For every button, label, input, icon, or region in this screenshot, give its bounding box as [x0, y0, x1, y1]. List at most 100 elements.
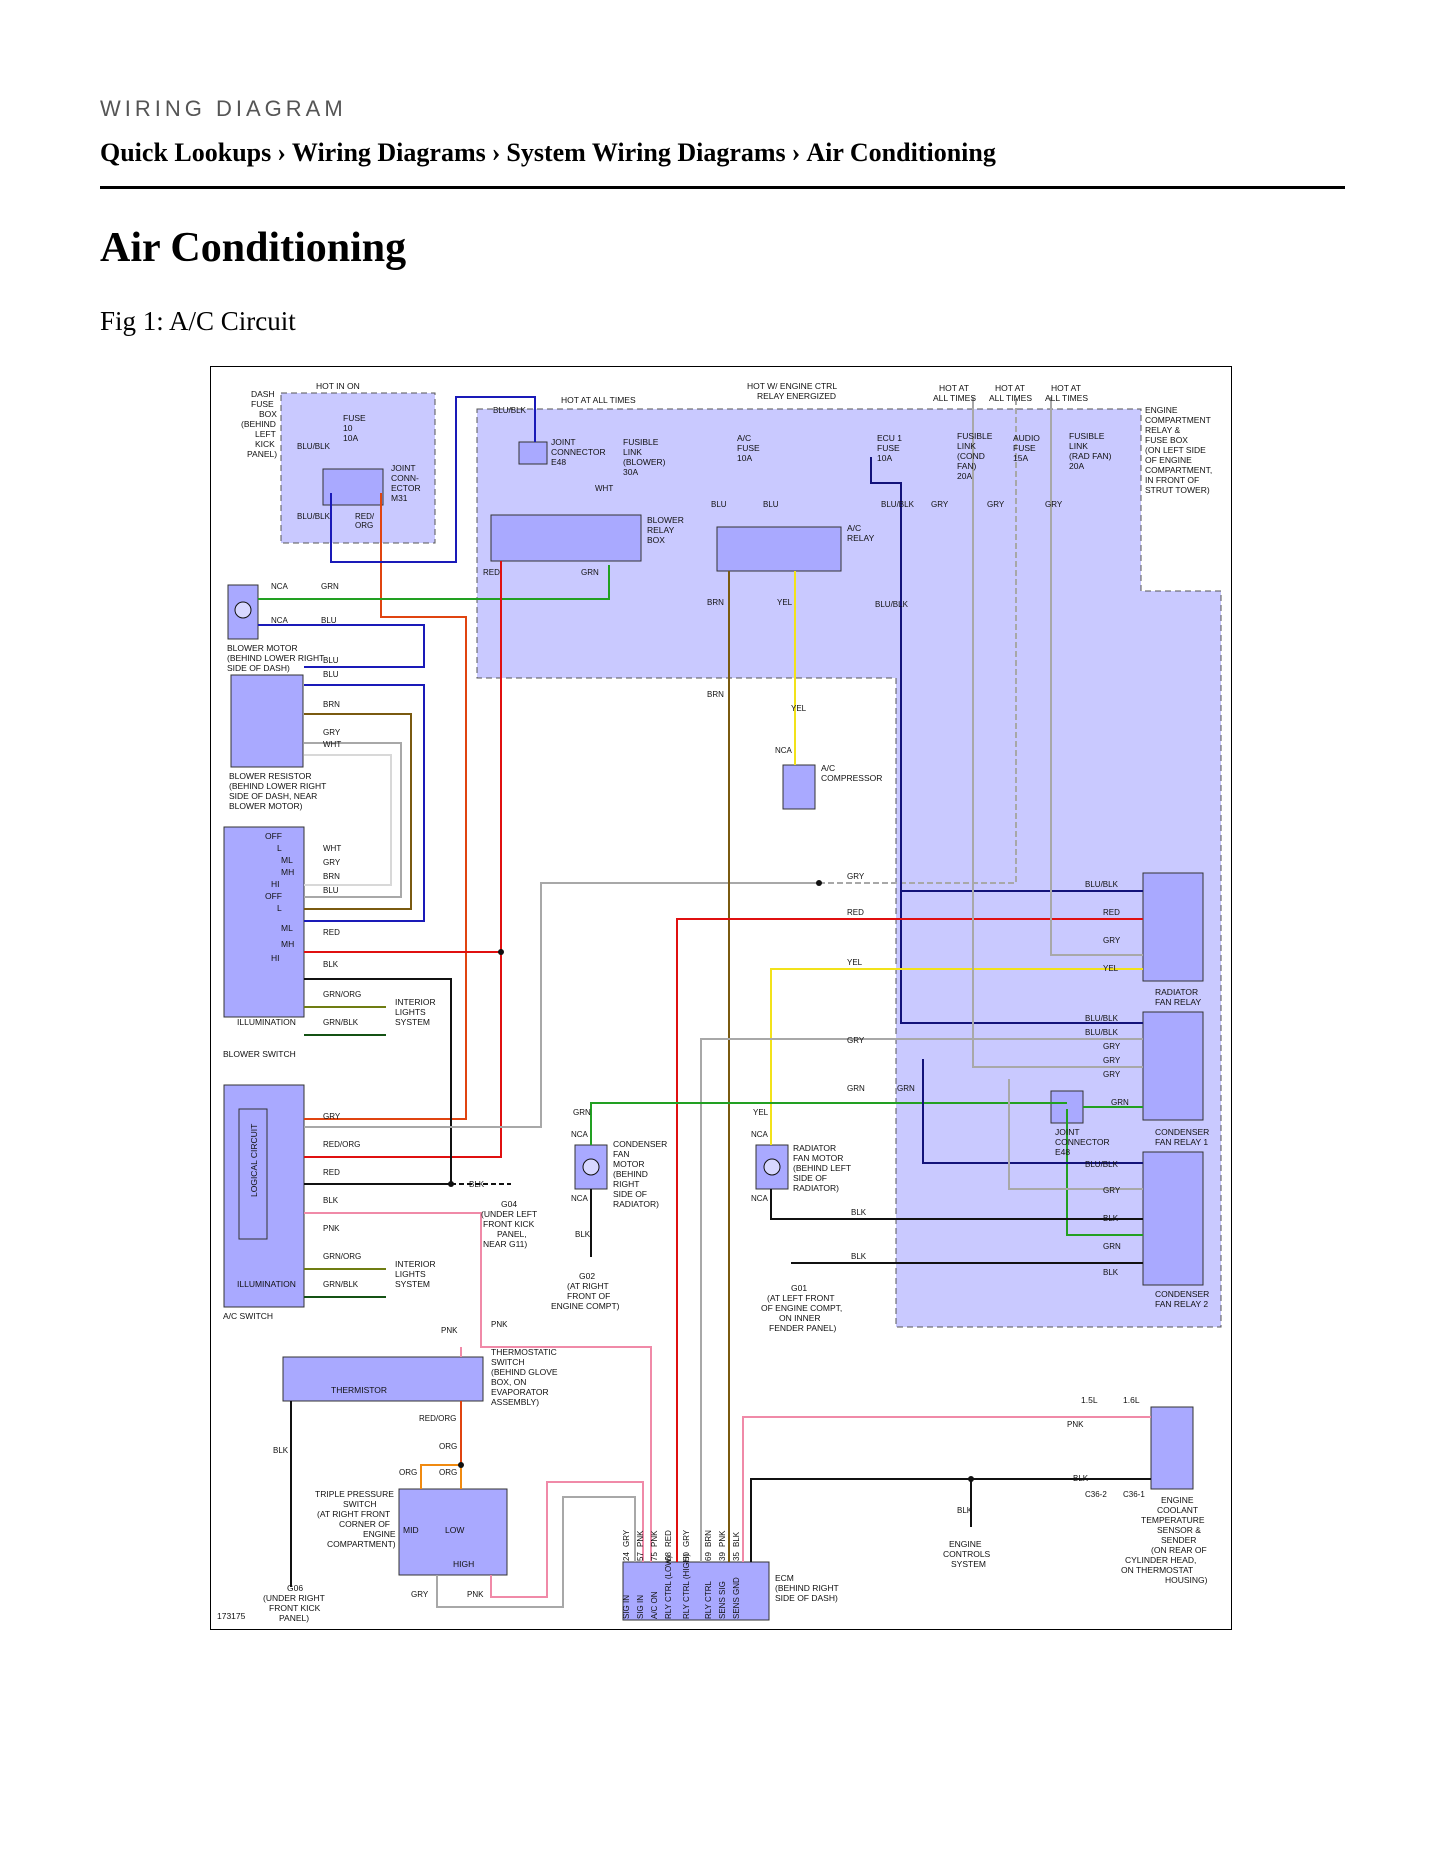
motor-symbols	[234, 601, 781, 1176]
label-fusible-blower-3: (BLOWER)	[623, 457, 666, 467]
splice-points	[448, 880, 974, 1482]
wire-label-gry-11: GRY	[1103, 1056, 1121, 1065]
section-kicker: WIRING DIAGRAM	[100, 96, 347, 121]
label-fusible-cond-1: FUSIBLE	[957, 431, 993, 441]
breadcrumb-air-conditioning[interactable]: Air Conditioning	[806, 138, 996, 167]
wire-label-blk-1: BLK	[323, 960, 339, 969]
wire-label-blk-9: BLK	[273, 1446, 289, 1455]
breadcrumb-wiring-diagrams[interactable]: Wiring Diagrams	[291, 138, 486, 167]
wire-label-grn-3: GRN	[847, 1084, 865, 1093]
breadcrumb-system-wiring-diagrams[interactable]: System Wiring Diagrams	[506, 138, 786, 167]
breadcrumb-quick-lookups[interactable]: Quick Lookups	[100, 138, 272, 167]
label-audio-fuse-3: 15A	[1013, 453, 1028, 463]
breadcrumb-separator: ›	[491, 138, 501, 167]
wire-label-gry-10: GRY	[1103, 1042, 1121, 1051]
ac-compressor-box	[782, 764, 816, 810]
wire-label-yel-1: YEL	[777, 598, 793, 607]
label-tps-mid: MID	[403, 1525, 419, 1535]
thermostatic-switch-box	[282, 1356, 484, 1402]
wire-label-gry-9: GRY	[847, 1036, 865, 1045]
wire-label-blu-blk-6: BLU/BLK	[1085, 880, 1119, 889]
label-tps-5: ENGINE	[363, 1529, 396, 1539]
label-ac-switch: A/C SWITCH	[223, 1311, 273, 1321]
wire-label-nca-7: NCA	[751, 1194, 769, 1203]
label-rad-fan-2: FAN MOTOR	[793, 1153, 843, 1163]
wire-label-wht: WHT	[595, 484, 613, 493]
label-tps-2: SWITCH	[343, 1499, 377, 1509]
wire-label-blk-5: BLK	[851, 1208, 867, 1217]
header-divider	[100, 186, 1345, 189]
wire-blk-sensor	[750, 1478, 1151, 1562]
wire-label-brn-3: BRN	[323, 700, 340, 709]
wire-label-red-org-2: ORG	[355, 521, 373, 530]
label-cond-relay-1a: CONDENSER	[1155, 1127, 1209, 1137]
label-ac-fuse-2: FUSE	[737, 443, 760, 453]
ecm-pin-name-0: SIG IN	[622, 1595, 631, 1619]
ecm-pin-name-6: SENS SIG	[718, 1581, 727, 1619]
wire-label-red-2: RED	[323, 928, 340, 937]
label-blower-resistor-3: SIDE OF DASH, NEAR	[229, 791, 317, 801]
label-interior-2a: INTERIOR	[395, 1259, 436, 1269]
wire-label-blu-blk-4: BLU/BLK	[881, 500, 915, 509]
wiring-diagram-figure: HOT IN ON HOT AT ALL TIMES HOT W/ ENGINE…	[210, 366, 1232, 1630]
label-blower-relay-2: RELAY	[647, 525, 675, 535]
label-interior-1c: SYSTEM	[395, 1017, 430, 1027]
label-blower-motor-1: BLOWER MOTOR	[227, 643, 298, 653]
label-engine-box-1: ENGINE	[1145, 405, 1178, 415]
label-blower-resistor-2: (BEHIND LOWER RIGHT	[229, 781, 326, 791]
breadcrumb: Quick Lookups›Wiring Diagrams›System Wir…	[100, 138, 996, 168]
label-hot-engine-ctrl-2: RELAY ENERGIZED	[757, 391, 836, 401]
wire-label-grn-6: GRN	[1103, 1242, 1121, 1251]
label-fusible-blower-2: LINK	[623, 447, 642, 457]
label-cond-fan-3: MOTOR	[613, 1159, 644, 1169]
wires	[258, 396, 1151, 1608]
label-g04-4: PANEL,	[497, 1229, 527, 1239]
wire-red-ac-switch	[304, 952, 502, 1158]
label-g04-1: G04	[501, 1199, 517, 1209]
label-engine-box-6: OF ENGINE	[1145, 455, 1192, 465]
ecm-pin-number-3: 68	[664, 1552, 673, 1561]
wire-label-nca-5: NCA	[571, 1194, 589, 1203]
label-hot-in-on: HOT IN ON	[316, 381, 360, 391]
label-g01-2: (AT LEFT FRONT	[767, 1293, 835, 1303]
wire-label-gry-12: GRY	[1103, 1070, 1121, 1079]
label-g06-1: G06	[287, 1583, 303, 1593]
wire-blu-blk-cond-relay-2	[922, 1059, 1143, 1164]
label-hot-at-2: HOT AT	[995, 383, 1025, 393]
label-engine-box-4: FUSE BOX	[1145, 435, 1188, 445]
label-ac-fuse-1: A/C	[737, 433, 751, 443]
breadcrumb-separator: ›	[277, 138, 286, 167]
wire-label-blu-1: BLU	[711, 500, 727, 509]
wire-gry-ecm	[700, 1038, 1143, 1562]
label-cond-fan-5: RIGHT	[613, 1179, 639, 1189]
wire-label-gry-2: GRY	[987, 500, 1005, 509]
label-switch-mh-2: MH	[281, 939, 294, 949]
label-coolant-1: ENGINE	[1161, 1495, 1194, 1505]
ecm-pin-name-2: A/C ON	[650, 1591, 659, 1619]
label-engine-controls-2: CONTROLS	[943, 1549, 991, 1559]
ecm-pin-number-2: 75	[650, 1552, 659, 1561]
label-thermostatic-4: BOX, ON	[491, 1377, 526, 1387]
wire-label-pnk-3: PNK	[491, 1320, 508, 1329]
wire-label-gry-3: GRY	[1045, 500, 1063, 509]
component-boxes	[223, 441, 1204, 1621]
label-fusible-cond-2: LINK	[957, 441, 976, 451]
wire-label-blk-4: BLK	[1103, 1214, 1119, 1223]
label-e48b-3: E48	[1055, 1147, 1070, 1157]
wiring-diagram: HOT IN ON HOT AT ALL TIMES HOT W/ ENGINE…	[217, 381, 1222, 1623]
label-m31-4: M31	[391, 493, 408, 503]
wire-blu-switch	[304, 684, 425, 922]
ecm-pin-number-1: 57	[636, 1552, 645, 1561]
label-coolant-2: COOLANT	[1157, 1505, 1198, 1515]
wire-label-blk-10: BLK	[957, 1506, 973, 1515]
label-coolant-5: SENDER	[1161, 1535, 1196, 1545]
label-engine-controls-1: ENGINE	[949, 1539, 982, 1549]
wire-label-grn-5: GRN	[1111, 1098, 1129, 1107]
label-g06-4: PANEL)	[279, 1613, 309, 1623]
wire-label-blk-6: BLK	[851, 1252, 867, 1261]
wire-yel-rad-fan	[770, 968, 1143, 1145]
label-e48-3: E48	[551, 457, 566, 467]
diagram-zones	[280, 392, 1222, 1328]
wire-red-org-switch	[304, 493, 467, 1120]
wire-label-blk-2: BLK	[323, 1196, 339, 1205]
